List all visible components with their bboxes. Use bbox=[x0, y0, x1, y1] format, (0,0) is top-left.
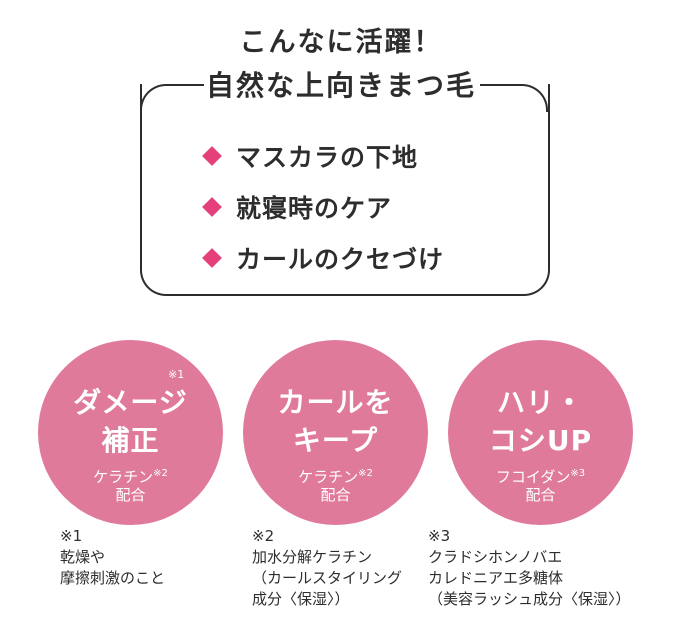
feature-title-line1: ハリ・ bbox=[496, 386, 584, 419]
feature-circle-curl: カールを キープ ケラチン※2 配合 bbox=[243, 340, 428, 525]
footnote-3: ※3 クラドシホンノバエ カレドニアエ多糖体 （美容ラッシュ成分〈保湿〉） bbox=[428, 526, 631, 610]
footnote-line: クラドシホンノバエ bbox=[428, 548, 563, 566]
footnote-2: ※2 加水分解ケラチン （カールスタイリング 成分〈保湿〉） bbox=[252, 526, 402, 610]
footnote-line: （美容ラッシュ成分〈保湿〉） bbox=[428, 590, 631, 608]
feature-circle-damage: ※1 ダメージ 補正 ケラチン※2 配合 bbox=[38, 340, 223, 525]
ingredient-name: ケラチン bbox=[93, 468, 154, 486]
footnote-line: 加水分解ケラチン bbox=[252, 548, 373, 566]
use-item: マスカラの下地 bbox=[202, 136, 419, 176]
feature-ingredient: ケラチン※2 bbox=[243, 464, 428, 487]
feature-blend: 配合 bbox=[525, 486, 556, 504]
use-item: カールのクセづけ bbox=[202, 238, 445, 278]
footnote-mark: ※2 bbox=[252, 527, 275, 545]
footnote-line: 摩擦刺激のこと bbox=[60, 569, 166, 587]
feature-title-line1: ダメージ bbox=[73, 386, 188, 419]
use-item-label: マスカラの下地 bbox=[236, 143, 419, 172]
use-item: 就寝時のケア bbox=[202, 187, 393, 227]
diamond-bullet-icon bbox=[202, 248, 222, 268]
feature-ingredient: ケラチン※2 bbox=[38, 464, 223, 487]
footnote-line: 乾燥や bbox=[60, 548, 106, 566]
feature-ingredient: フコイダン※3 bbox=[448, 464, 633, 487]
footnote-mark: ※3 bbox=[428, 527, 451, 545]
feature-title-line2: 補正 bbox=[101, 424, 160, 457]
use-item-label: カールのクセづけ bbox=[236, 245, 445, 274]
diamond-bullet-icon bbox=[202, 197, 222, 217]
feature-title-line2: コシUP bbox=[488, 424, 593, 457]
ingredient-name: フコイダン bbox=[495, 468, 571, 486]
feature-circle-firmness: ハリ・ コシUP フコイダン※3 配合 bbox=[448, 340, 633, 525]
diamond-bullet-icon bbox=[202, 146, 222, 166]
ingredient-name: ケラチン bbox=[298, 468, 359, 486]
footnote-line: 成分〈保湿〉） bbox=[252, 590, 350, 608]
ingredient-mark: ※2 bbox=[153, 468, 168, 479]
footnote-mark: ※1 bbox=[60, 527, 83, 545]
ingredient-mark: ※3 bbox=[570, 468, 586, 479]
feature-blend: 配合 bbox=[115, 486, 146, 504]
footnote-1: ※1 乾燥や 摩擦刺激のこと bbox=[60, 526, 165, 589]
use-item-label: 就寝時のケア bbox=[236, 194, 393, 223]
feature-mark: ※1 bbox=[168, 368, 185, 381]
feature-title-line1: カールを bbox=[277, 386, 394, 419]
feature-blend: 配合 bbox=[320, 486, 351, 504]
footnote-line: （カールスタイリング bbox=[252, 569, 403, 587]
uses-frame bbox=[140, 84, 550, 296]
headline-line2: 自然な上向きまつ毛 bbox=[205, 69, 476, 102]
headline-line1: こんなに活躍！ bbox=[239, 27, 443, 58]
feature-title-line2: キープ bbox=[292, 424, 379, 457]
ingredient-mark: ※2 bbox=[358, 468, 373, 479]
footnote-line: カレドニアエ多糖体 bbox=[428, 569, 564, 587]
